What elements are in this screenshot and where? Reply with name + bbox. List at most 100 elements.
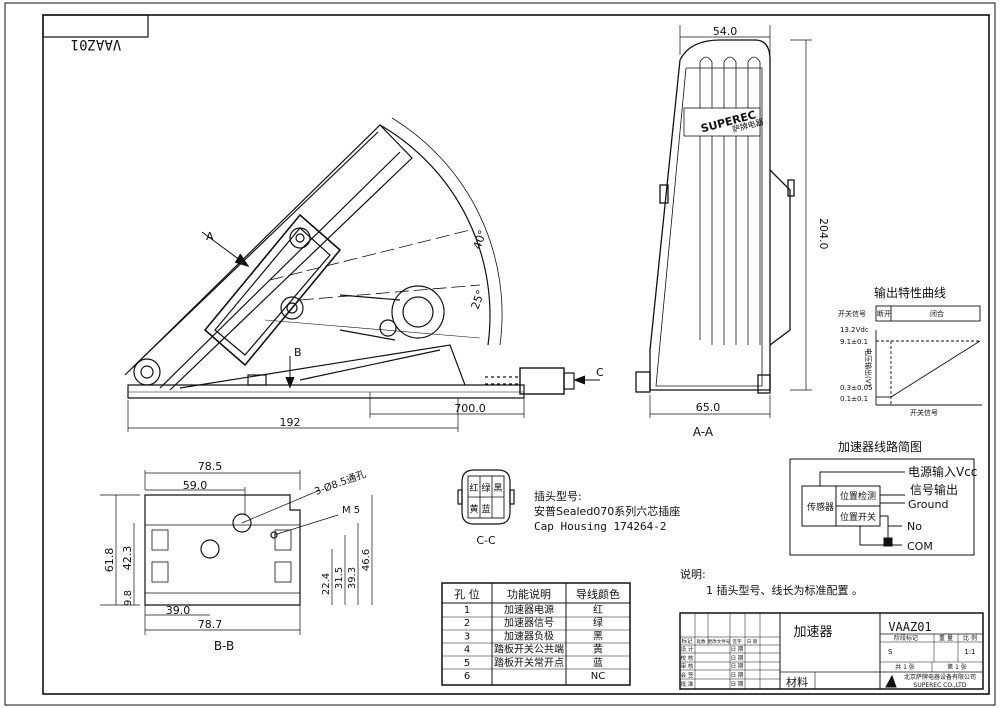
pin-table-cell: 黄 — [593, 643, 603, 656]
circuit-signal: 信号输出 — [910, 482, 958, 497]
bb-dim-590: 59.0 — [183, 479, 208, 492]
pin-5-color: 蓝 — [481, 503, 490, 515]
curve-y-hi: 9.1±0.1 — [840, 338, 868, 346]
pin-header-function: 功能说明 — [507, 587, 551, 601]
view-label-aa: A-A — [693, 425, 714, 439]
section-marker-c: C — [596, 366, 604, 379]
drawing-number: VAAZ01 — [888, 620, 931, 634]
pin-4-color: 黄 — [469, 503, 478, 515]
side-view — [124, 117, 600, 432]
bb-m5: M 5 — [342, 505, 360, 516]
title-block-date-label: 日 期 — [731, 663, 744, 670]
dim-204: 204.0 — [817, 218, 830, 250]
part-name: 加速器 — [793, 625, 832, 640]
bb-view — [100, 470, 373, 635]
title-block-col-label: 日 期 — [747, 639, 758, 645]
bb-dim-98: 9.8 — [123, 590, 134, 606]
bb-hole: 3-Ø8.5通孔 — [313, 468, 368, 498]
dim-192: 192 — [280, 416, 301, 429]
pin-table-cell: 加速器负极 — [504, 629, 554, 642]
title-block-row-label: 校 核 — [681, 654, 694, 662]
view-label-bb: B-B — [214, 639, 234, 653]
connector-face — [457, 469, 515, 525]
notes-title: 说明: — [680, 567, 706, 581]
pin-table-cell: 加速器电源 — [504, 603, 554, 616]
pin-header-color: 导线颜色 — [576, 587, 620, 601]
corner-stamp: VAAZ01 — [71, 36, 122, 52]
company-en: SUPEREC CO.,LTD — [914, 682, 967, 689]
pin-table-cell: 绿 — [593, 616, 603, 629]
front-view — [635, 25, 812, 418]
pin-table-cell: 4 — [464, 645, 470, 656]
title-block-row-label: 会 签 — [681, 671, 694, 679]
sheet-total: 共 1 张 — [895, 663, 915, 671]
section-marker-a: A — [206, 230, 214, 243]
circuit-title: 加速器线路简图 — [838, 439, 922, 454]
curve-y-lo2: 0.1±0.1 — [840, 395, 868, 403]
stage-value: S — [888, 648, 893, 656]
curve-y-lo1: 0.3±0.05 — [840, 384, 873, 392]
title-block-row-label: 标记 — [681, 637, 693, 645]
title-block-date-label: 日 期 — [731, 672, 744, 679]
circuit-no: No — [907, 520, 922, 533]
bb-dim-224: 22.4 — [321, 573, 332, 595]
title-block-date-label: 日 期 — [731, 681, 744, 688]
pin-table-cell: 踏板开关常开点 — [494, 656, 564, 669]
pin-table-cell: 2 — [464, 618, 470, 629]
circuit-pos-detect: 位置检测 — [840, 490, 876, 502]
bb-dim-390: 39.0 — [166, 604, 191, 617]
pin-1-color: 红 — [469, 482, 478, 494]
circuit-diagram — [789, 458, 975, 556]
pin-header-hole: 孔 位 — [454, 587, 480, 601]
notes-line1: 1 插头型号、线长为标准配置 。 — [706, 583, 863, 597]
title-block-row-label: 审 核 — [681, 662, 694, 670]
curve-y-top: 13.2Vdc — [840, 326, 869, 334]
inner-border — [42, 14, 990, 695]
pin-table-cell: 1 — [464, 605, 470, 616]
circuit-ground: Ground — [908, 498, 948, 511]
plug-title: 插头型号: — [534, 489, 582, 503]
sheet-no: 第 1 张 — [947, 663, 967, 671]
plug-housing: Cap Housing 174264-2 — [534, 520, 666, 533]
circuit-pos-switch: 位置开关 — [840, 511, 876, 523]
pin-table-cell: 黑 — [593, 630, 603, 642]
title-block-col-label: 处数 — [697, 638, 706, 645]
angle-25: 25° — [469, 288, 488, 311]
angle-40: 40° — [471, 228, 490, 251]
pin-table-cell: NC — [591, 671, 605, 682]
title-block-row-label: 设 计 — [681, 645, 694, 653]
material-label: 材料 — [786, 675, 808, 689]
curve-open: 断开 — [877, 309, 891, 318]
title-block — [679, 612, 984, 690]
bb-dim-315: 31.5 — [334, 567, 345, 589]
bb-dim-787: 78.7 — [198, 618, 223, 631]
company-cn: 北京萨牌电器设备有限公司 — [904, 673, 976, 681]
circuit-vcc: 电源输入Vcc — [908, 464, 977, 479]
bb-dim-423: 42.3 — [121, 546, 134, 571]
ratio-label: 比 例 — [963, 634, 977, 642]
title-block-date-label: 日 期 — [731, 646, 744, 653]
plug-model: 安普Sealed070系列六芯插座 — [534, 504, 680, 518]
pin-table-cell: 加速器信号 — [504, 617, 554, 629]
curve-x-axis: 开关信号 — [910, 408, 938, 417]
title-block-col-label: 签字 — [733, 638, 742, 645]
circuit-sensor: 传感器 — [807, 501, 834, 513]
pin-table-cell: 6 — [464, 671, 470, 682]
pin-table-cell: 3 — [464, 631, 470, 642]
bb-dim-618: 61.8 — [103, 548, 116, 573]
pin-table-cell: 5 — [464, 658, 470, 669]
pin-3-color: 黑 — [493, 483, 502, 494]
dim-54: 54.0 — [713, 25, 738, 38]
pin-table-cell: 踏板开关公共端 — [494, 643, 564, 656]
dim-65: 65.0 — [696, 401, 721, 414]
title-block-cols: 处数更改文件号签字日 期 — [697, 638, 758, 645]
bb-dim-466: 46.6 — [361, 549, 372, 571]
outer-border — [4, 2, 996, 706]
bb-dim-393: 39.3 — [347, 567, 358, 589]
view-label-cc: C-C — [476, 534, 496, 547]
pin-2-color: 绿 — [481, 482, 490, 494]
pin-table-cell: 蓝 — [593, 657, 603, 669]
curve-y-axis: 电压输出(V) — [864, 348, 873, 387]
pin-table — [441, 582, 631, 686]
